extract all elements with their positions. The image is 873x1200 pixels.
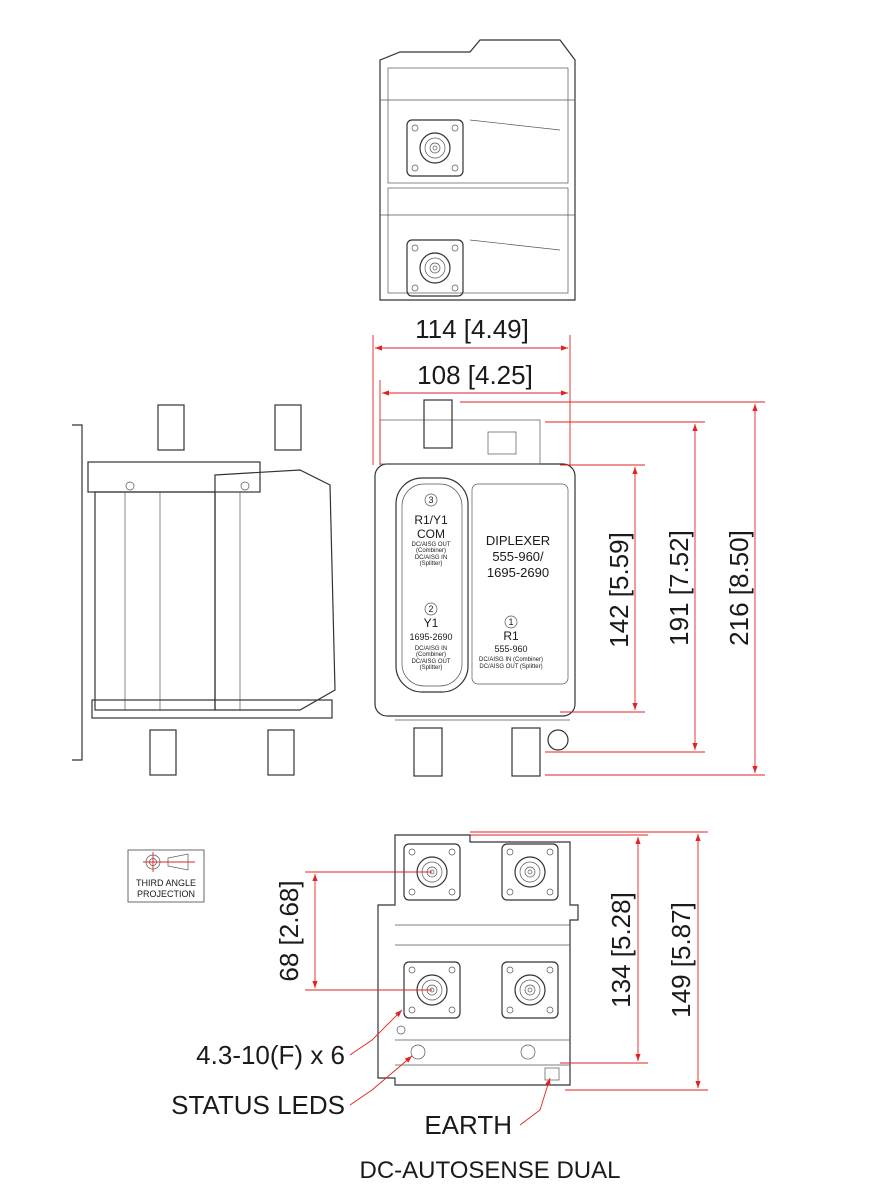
dim-connector-spacing: 68 [2.68]	[274, 880, 304, 981]
side-view	[72, 404, 336, 776]
dim-height-overall: 216 [8.50]	[724, 530, 754, 646]
callout-status-leds: STATUS LEDS	[171, 1090, 345, 1120]
projection-line2: PROJECTION	[137, 889, 195, 899]
port-number: 2	[428, 604, 433, 614]
dim-depth-body: 134 [5.28]	[606, 892, 636, 1008]
port-note: DC/AISG OUT	[411, 659, 450, 665]
dim-depth-overall: 149 [5.87]	[666, 902, 696, 1018]
connector-icon	[501, 961, 559, 1019]
drawing-caption: DC-AUTOSENSE DUAL	[360, 1157, 621, 1184]
third-angle-projection-symbol: THIRD ANGLE PROJECTION	[127, 849, 205, 903]
callout-connectors: 4.3-10(F) x 6	[196, 1040, 345, 1070]
port-band: 555-960	[494, 644, 527, 654]
port-note: DC/AISG IN (Combiner)	[479, 657, 543, 663]
port-note: (Splitter)	[420, 665, 443, 671]
port-note: (Combiner)	[416, 548, 446, 554]
port-band: 1695-2690	[409, 632, 452, 642]
port-note: DC/AISG IN	[415, 555, 447, 561]
front-view: 3 R1/Y1 COM DC/AISG OUT (Combiner) DC/AI…	[374, 399, 576, 777]
dim-width-body: 108 [4.25]	[417, 360, 533, 390]
port-number: 1	[508, 617, 513, 627]
connector-icon	[501, 843, 559, 901]
dim-width-overall: 114 [4.49]	[415, 314, 529, 344]
dim-height-body: 142 [5.59]	[604, 532, 634, 648]
front-dimensions: 114 [4.49] 108 [4.25] 142 [5.59] 191 [7.…	[372, 314, 765, 776]
product-title: DIPLEXER	[486, 533, 550, 548]
projection-line1: THIRD ANGLE	[136, 878, 196, 888]
port-name: R1	[503, 629, 519, 643]
port-note: (Splitter)	[420, 561, 443, 567]
port-name: Y1	[424, 616, 439, 630]
connector-icon	[406, 239, 464, 297]
callout-earth: EARTH	[424, 1110, 512, 1140]
bottom-dimensions: 68 [2.68] 134 [5.28] 149 [5.87]	[274, 831, 708, 1091]
port-sub: COM	[417, 527, 445, 541]
top-view	[379, 39, 576, 301]
connector-icon	[406, 119, 464, 177]
product-band: 555-960/	[492, 549, 544, 564]
port-note: DC/AISG OUT	[411, 542, 450, 548]
port-name: R1/Y1	[414, 513, 448, 527]
callouts: 4.3-10(F) x 6 STATUS LEDS EARTH	[171, 1009, 551, 1140]
port-note: DC/AISG IN	[415, 646, 447, 652]
bottom-view	[377, 834, 579, 1086]
port-number: 3	[428, 495, 433, 505]
dim-height-mid: 191 [7.52]	[664, 530, 694, 646]
port-note: DC/AISG OUT (Splitter)	[479, 664, 542, 670]
port-note: (Combiner)	[416, 652, 446, 658]
product-band: 1695-2690	[487, 565, 549, 580]
